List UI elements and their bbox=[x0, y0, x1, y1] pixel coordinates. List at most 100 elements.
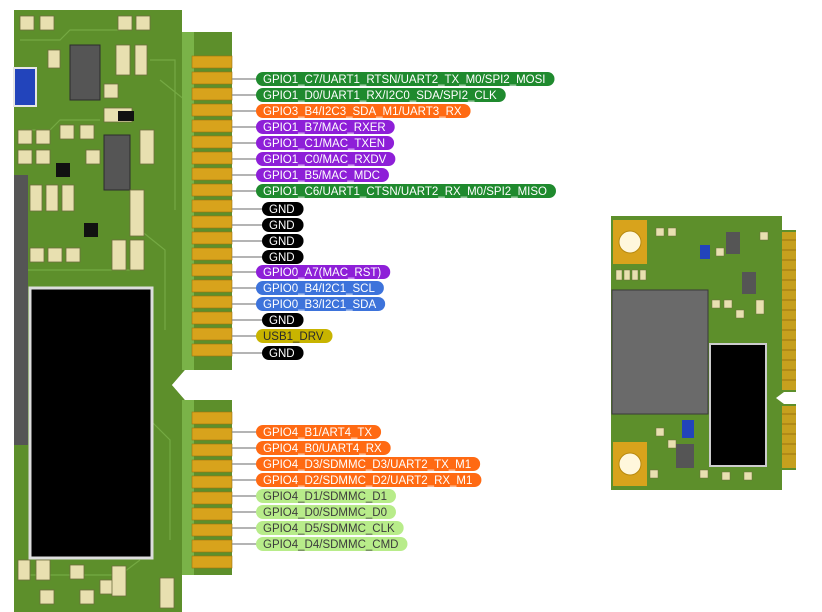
pin-label-text: GND bbox=[269, 315, 295, 327]
pin-label-upper-18: GND bbox=[262, 346, 304, 360]
pin-label-bg bbox=[256, 537, 408, 551]
black-smd bbox=[84, 223, 98, 237]
mounting-hole bbox=[618, 452, 642, 476]
main-ic-black bbox=[28, 286, 154, 560]
pin-label-bg bbox=[256, 88, 506, 102]
pin-label-text: USB1_DRV bbox=[263, 331, 324, 343]
blue-component-small bbox=[682, 420, 694, 438]
pin-label-lower-1: GPIO4_B1/ART4_TX bbox=[256, 425, 382, 439]
pin-label-text: GPIO4_D0/SDMMC_D0 bbox=[263, 507, 387, 519]
main-ic-gray-small bbox=[611, 289, 709, 415]
pin-label-bg bbox=[256, 152, 396, 166]
pin-label-text: GND bbox=[269, 236, 295, 248]
pin-label-bg bbox=[256, 473, 482, 487]
black-smd bbox=[118, 111, 134, 121]
pin-label-bg bbox=[262, 346, 304, 360]
pin-label-upper-4: GPIO1_B7/MAC_RXER bbox=[256, 120, 395, 134]
pin-label-text: GPIO1_B7/MAC_RXER bbox=[263, 122, 386, 134]
pin-label-bg bbox=[256, 329, 333, 343]
pin-label-text: GPIO4_D3/SDMMC_D3/UART2_TX_M1 bbox=[263, 459, 471, 471]
upper-pin-labels: GPIO1_C7/UART1_RTSN/UART2_TX_M0/SPI2_MOS… bbox=[256, 72, 556, 360]
pin-label-upper-6: GPIO1_C0/MAC_RXDV bbox=[256, 152, 396, 166]
pin-label-text: GPIO1_C1/MAC_TXEN bbox=[263, 138, 385, 150]
pin-label-text: GND bbox=[269, 348, 295, 360]
pin-label-upper-8: GPIO1_C6/UART1_CTSN/UART2_RX_M0/SPI2_MIS… bbox=[256, 184, 556, 198]
pin-label-upper-17: USB1_DRV bbox=[256, 329, 333, 343]
pin-label-text: GPIO0_A7(MAC_RST) bbox=[263, 267, 381, 279]
pin-label-upper-16: GND bbox=[262, 313, 304, 327]
pin-label-text: GPIO4_D5/SDMMC_CLK bbox=[263, 523, 395, 535]
pin-label-bg bbox=[256, 104, 471, 118]
lower-leader-lines bbox=[232, 431, 258, 545]
pin-label-text: GPIO4_D4/SDMMC_CMD bbox=[263, 539, 398, 551]
board-notch bbox=[172, 370, 232, 400]
board-closeup bbox=[13, 10, 233, 612]
pin-label-text: GPIO4_B1/ART4_TX bbox=[263, 427, 372, 439]
pin-label-text: GPIO1_B5/MAC_MDC bbox=[263, 170, 380, 182]
pin-label-lower-8: GPIO4_D4/SDMMC_CMD bbox=[256, 537, 408, 551]
pin-label-upper-13: GPIO0_A7(MAC_RST) bbox=[256, 265, 391, 279]
pin-label-bg bbox=[256, 457, 481, 471]
pin-label-bg bbox=[256, 505, 396, 519]
pin-label-text: GPIO4_B0/UART4_RX bbox=[263, 443, 382, 455]
upper-leader-lines bbox=[232, 78, 262, 354]
pin-label-upper-3: GPIO3_B4/I2C3_SDA_M1/UART3_RX bbox=[256, 104, 471, 118]
pin-label-bg bbox=[256, 489, 396, 503]
pin-label-bg bbox=[256, 521, 404, 535]
pin-label-bg bbox=[256, 425, 382, 439]
blue-component bbox=[13, 67, 37, 107]
main-ic-black-small bbox=[709, 343, 767, 467]
pin-label-lower-5: GPIO4_D1/SDMMC_D1 bbox=[256, 489, 396, 503]
pin-label-upper-15: GPIO0_B3/I2C1_SDA bbox=[256, 297, 386, 311]
pin-label-text: GPIO0_B4/I2C1_SCL bbox=[263, 283, 375, 295]
pin-label-upper-5: GPIO1_C1/MAC_TXEN bbox=[256, 136, 395, 150]
pin-label-lower-4: GPIO4_D2/SDMMC_D2/UART2_RX_M1 bbox=[256, 473, 482, 487]
pin-label-upper-1: GPIO1_C7/UART1_RTSN/UART2_TX_M0/SPI2_MOS… bbox=[256, 72, 555, 86]
lower-gold-pads bbox=[191, 411, 233, 569]
ic-chip-2 bbox=[103, 134, 131, 191]
upper-gold-pads bbox=[191, 55, 233, 357]
pin-label-bg bbox=[256, 297, 386, 311]
pin-label-text: GPIO1_D0/UART1_RX/I2C0_SDA/SPI2_CLK bbox=[263, 90, 497, 102]
pin-label-text: GPIO4_D1/SDMMC_D1 bbox=[263, 491, 387, 503]
pin-label-upper-2: GPIO1_D0/UART1_RX/I2C0_SDA/SPI2_CLK bbox=[256, 88, 506, 102]
pin-label-bg bbox=[256, 72, 555, 86]
main-ic-gray bbox=[14, 175, 28, 445]
pin-label-lower-2: GPIO4_B0/UART4_RX bbox=[256, 441, 391, 455]
pin-label-bg bbox=[256, 265, 391, 279]
pin-label-bg bbox=[262, 234, 304, 248]
pin-label-lower-3: GPIO4_D3/SDMMC_D3/UART2_TX_M1 bbox=[256, 457, 481, 471]
pin-label-text: GPIO1_C7/UART1_RTSN/UART2_TX_M0/SPI2_MOS… bbox=[263, 74, 546, 86]
pin-label-upper-10: GND bbox=[262, 218, 304, 232]
pin-label-text: GPIO4_D2/SDMMC_D2/UART2_RX_M1 bbox=[263, 475, 472, 487]
pin-label-text: GND bbox=[269, 252, 295, 264]
pin-label-bg bbox=[256, 168, 389, 182]
pin-label-bg bbox=[262, 218, 304, 232]
mounting-hole bbox=[618, 230, 642, 254]
pin-label-bg bbox=[256, 136, 395, 150]
pin-label-bg bbox=[262, 202, 304, 216]
blue-component-small bbox=[700, 245, 710, 259]
pin-label-bg bbox=[256, 184, 556, 198]
board-overview bbox=[611, 216, 796, 490]
pin-label-upper-9: GND bbox=[262, 202, 304, 216]
pin-label-lower-6: GPIO4_D0/SDMMC_D0 bbox=[256, 505, 396, 519]
pin-label-lower-7: GPIO4_D5/SDMMC_CLK bbox=[256, 521, 404, 535]
pin-label-upper-7: GPIO1_B5/MAC_MDC bbox=[256, 168, 389, 182]
pin-label-text: GND bbox=[269, 204, 295, 216]
pin-label-bg bbox=[256, 441, 391, 455]
pin-label-text: GPIO1_C0/MAC_RXDV bbox=[263, 154, 387, 166]
pin-label-bg bbox=[256, 281, 384, 295]
ic-chip-1 bbox=[69, 44, 101, 101]
lower-pin-labels: GPIO4_B1/ART4_TX GPIO4_B0/UART4_RX GPIO4_D… bbox=[256, 425, 482, 551]
pin-label-text: GPIO3_B4/I2C3_SDA_M1/UART3_RX bbox=[263, 106, 462, 118]
pin-label-bg bbox=[262, 313, 304, 327]
pin-label-bg bbox=[256, 120, 395, 134]
pin-label-bg bbox=[262, 250, 304, 264]
pin-label-upper-11: GND bbox=[262, 234, 304, 248]
pin-label-text: GPIO0_B3/I2C1_SDA bbox=[263, 299, 376, 311]
pin-label-text: GND bbox=[269, 220, 295, 232]
pin-label-upper-12: GND bbox=[262, 250, 304, 264]
pin-label-upper-14: GPIO0_B4/I2C1_SCL bbox=[256, 281, 384, 295]
pin-label-text: GPIO1_C6/UART1_CTSN/UART2_RX_M0/SPI2_MIS… bbox=[263, 186, 547, 198]
